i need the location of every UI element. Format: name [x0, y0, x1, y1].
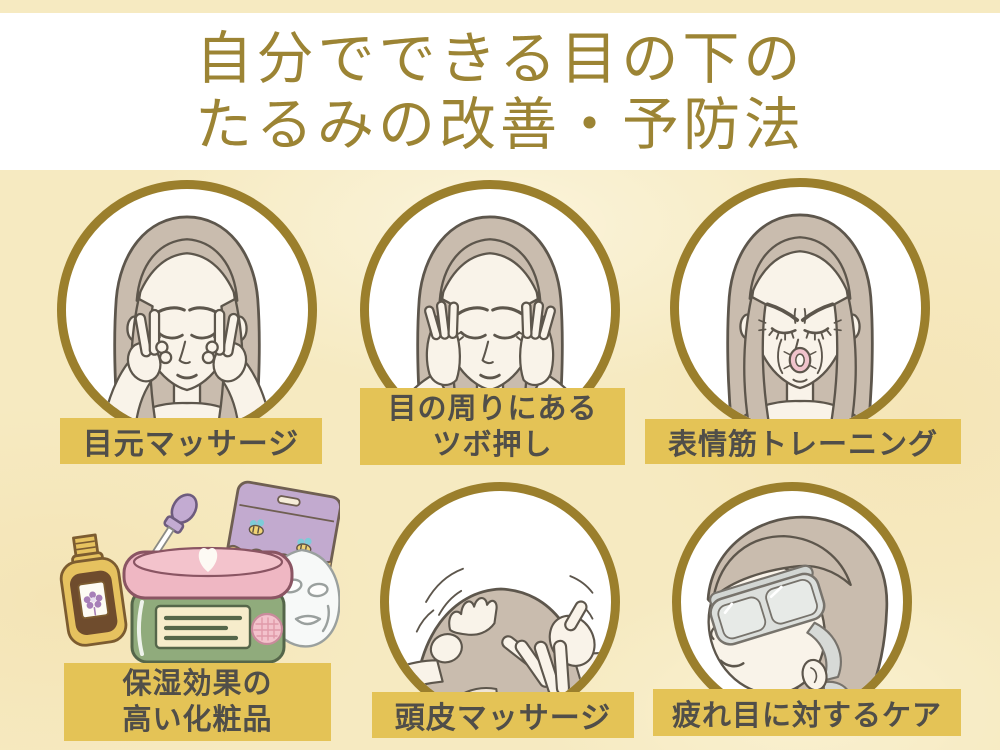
page-title-line1: 自分でできる目の下の: [195, 25, 805, 92]
label-cosmetics: 保湿効果の 高い化粧品: [64, 663, 331, 741]
label-text-line1: 保湿効果の: [122, 668, 273, 700]
label-pressure-points: 目の周りにある ツボ押し: [360, 388, 625, 465]
eye-massage-illustration-icon: [100, 215, 274, 431]
label-text-line2: 高い化粧品: [122, 704, 273, 736]
label-text: 頭皮マッサージ: [394, 702, 612, 735]
label-eye-massage: 目元マッサージ: [60, 418, 322, 464]
motion-arcs: [415, 567, 464, 633]
face-training-illustration-icon: [726, 213, 874, 429]
face-training-circle: [670, 178, 930, 438]
title-band: 自分でできる目の下の たるみの改善・予防法: [0, 13, 1000, 170]
scrunched-features: [758, 302, 842, 383]
label-text: 表情筋トレーニング: [667, 428, 938, 461]
eye-massage-circle: [57, 180, 317, 440]
tired-eye-care-circle: [672, 482, 912, 722]
label-face-training: 表情筋トレーニング: [645, 419, 961, 464]
cosmetics-illustration-icon: [59, 480, 342, 664]
hair-bangs: [712, 534, 852, 599]
bee-icon: [248, 519, 265, 536]
cream-jar-icon: [122, 546, 294, 664]
label-scalp-massage: 頭皮マッサージ: [372, 692, 634, 738]
label-text-line1: 目の周りにある: [387, 392, 598, 425]
label-text: 目元マッサージ: [82, 428, 300, 461]
dropper-bottle-icon: [59, 533, 128, 647]
label-text-line2: ツボ押し: [432, 428, 553, 461]
cosmetics-illustration: [40, 478, 342, 668]
label-tired-eye-care: 疲れ目に対するケア: [653, 689, 961, 736]
puckered-lips: [783, 346, 817, 374]
heart-icon: [198, 547, 218, 572]
tired-eye-care-illustration-icon: [706, 515, 889, 713]
eye-mask: [709, 564, 826, 646]
label-text: 疲れ目に対するケア: [671, 699, 942, 732]
page-title-line2: たるみの改善・予防法: [195, 91, 805, 158]
scalp-massage-circle: [380, 482, 620, 722]
smile-mouth: [719, 659, 745, 668]
scalp-massage-illustration-icon: [389, 567, 611, 713]
flower-label-icon: [83, 591, 103, 609]
